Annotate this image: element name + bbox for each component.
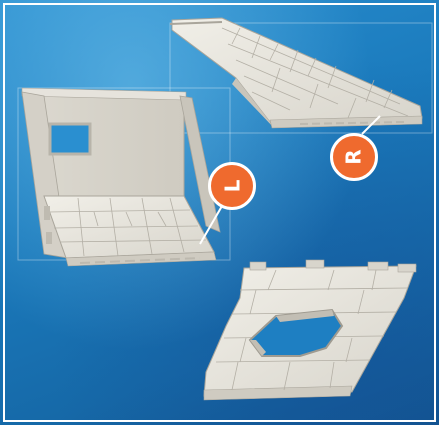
label-right-text: R (342, 149, 366, 164)
floor-panel-with-hole (204, 260, 416, 400)
left-wall-panel (22, 88, 220, 266)
right-roof-panel (170, 18, 422, 128)
window-opening (50, 124, 90, 154)
label-right-marker: R (330, 133, 378, 181)
label-left-text: L (220, 180, 244, 193)
label-left-marker: L (208, 162, 256, 210)
